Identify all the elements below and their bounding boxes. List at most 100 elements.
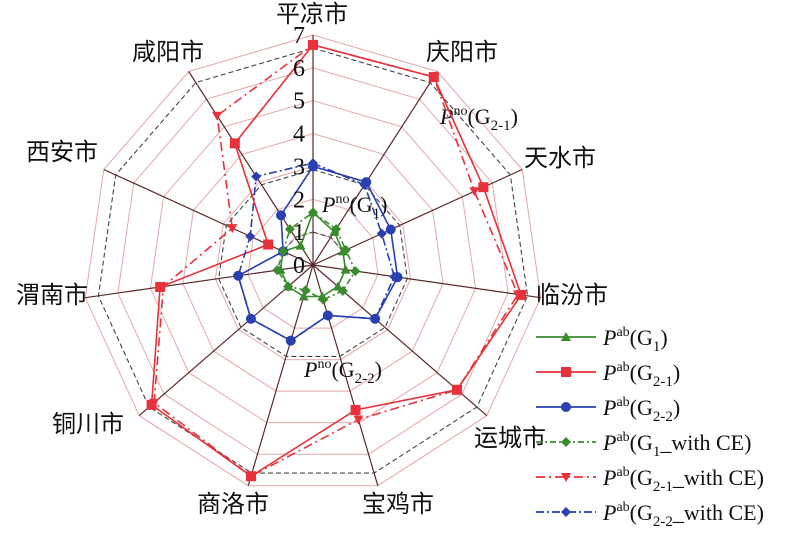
legend-label: Pab(G2-2) bbox=[602, 395, 680, 425]
data-point-marker bbox=[149, 398, 160, 408]
data-point-marker bbox=[318, 294, 329, 305]
category-label: 天水市 bbox=[524, 144, 596, 172]
grid-ring bbox=[214, 165, 412, 361]
series-5 bbox=[233, 158, 400, 346]
category-label: 商洛市 bbox=[197, 490, 269, 518]
legend-item: Pab(G2-2) bbox=[536, 395, 680, 425]
tick-label: 5 bbox=[293, 89, 305, 115]
data-point-marker bbox=[469, 187, 480, 197]
reference-ring-label: Pno(G1) bbox=[321, 192, 388, 222]
category-label: 西安市 bbox=[26, 138, 98, 166]
grid-ring bbox=[247, 198, 379, 329]
legend-item: Pab(G2-1_with CE) bbox=[536, 465, 764, 495]
data-point-marker bbox=[337, 285, 348, 296]
data-point-marker bbox=[322, 310, 333, 321]
data-point-marker bbox=[276, 210, 287, 221]
labels-layer: 平凉市庆阳市天水市临汾市运城市宝鸡市商洛市铜川市渭南市西安市咸阳市0123456… bbox=[16, 0, 608, 518]
reference-ring-label: Pno(G2-2) bbox=[303, 357, 382, 387]
data-point-marker bbox=[212, 111, 223, 121]
data-point-marker bbox=[561, 507, 571, 517]
reference-ring-label: Pno(G2-1) bbox=[439, 104, 518, 134]
data-point-marker bbox=[308, 158, 318, 169]
legend-item: Pab(G1_with CE) bbox=[536, 430, 751, 460]
category-label: 宝鸡市 bbox=[362, 490, 434, 518]
category-label: 临汾市 bbox=[536, 281, 608, 309]
data-point-marker bbox=[245, 472, 256, 482]
data-point-marker bbox=[245, 313, 256, 324]
legend-label: Pab(G2-1_with CE) bbox=[602, 465, 764, 495]
data-point-marker bbox=[452, 385, 463, 395]
data-point-marker bbox=[245, 231, 256, 242]
legend-label: Pab(G2-2_with CE) bbox=[602, 500, 764, 530]
data-point-marker bbox=[561, 473, 571, 482]
tick-label: 1 bbox=[293, 220, 305, 246]
legend-label: Pab(G1) bbox=[602, 325, 668, 355]
data-point-marker bbox=[561, 332, 571, 341]
series-line bbox=[237, 162, 396, 342]
data-point-marker bbox=[251, 171, 262, 182]
data-point-marker bbox=[561, 367, 571, 377]
category-label: 平凉市 bbox=[276, 0, 348, 28]
data-point-marker bbox=[272, 265, 283, 276]
data-point-marker bbox=[359, 179, 370, 190]
grid-ring bbox=[182, 133, 444, 392]
tick-label: 7 bbox=[293, 23, 305, 49]
data-point-marker bbox=[340, 264, 351, 274]
data-point-marker bbox=[300, 285, 311, 296]
series-layer bbox=[146, 39, 527, 482]
category-label: 咸阳市 bbox=[132, 38, 204, 66]
data-point-marker bbox=[308, 207, 318, 218]
series-line bbox=[153, 44, 519, 478]
data-point-marker bbox=[158, 282, 169, 292]
legend-label: Pab(G1_with CE) bbox=[602, 430, 751, 460]
grid-ring bbox=[117, 67, 509, 455]
series-line bbox=[150, 43, 522, 478]
tick-label: 0 bbox=[293, 253, 305, 279]
legend-label: Pab(G2-1) bbox=[602, 360, 680, 390]
legend-item: Pab(G1) bbox=[536, 325, 668, 355]
data-point-marker bbox=[350, 405, 361, 416]
axis-spoke bbox=[103, 168, 314, 266]
data-point-marker bbox=[353, 415, 364, 425]
data-point-marker bbox=[155, 281, 166, 292]
reference-rings: Pno(G2-1) Pno(G1) Pno(G2-2) bbox=[97, 47, 529, 474]
data-point-marker bbox=[285, 335, 296, 346]
legend-item: Pab(G2-1) bbox=[536, 360, 680, 390]
tick-label: 2 bbox=[293, 187, 305, 213]
axis-spoke bbox=[188, 71, 314, 266]
data-point-marker bbox=[229, 138, 240, 149]
data-point-marker bbox=[295, 240, 306, 250]
data-point-marker bbox=[350, 266, 361, 277]
data-point-marker bbox=[376, 228, 387, 239]
legend: Pab(G1) Pab(G2-1) Pab(G2-2) Pab(G1_with CE)… bbox=[536, 325, 764, 530]
data-point-marker bbox=[389, 271, 400, 282]
data-point-marker bbox=[227, 224, 238, 234]
grid-ring bbox=[149, 100, 477, 424]
data-point-marker bbox=[561, 437, 571, 447]
legend-item: Pab(G2-2_with CE) bbox=[536, 500, 764, 530]
data-point-marker bbox=[146, 399, 157, 410]
tick-label: 3 bbox=[293, 154, 305, 180]
data-point-marker bbox=[385, 224, 396, 235]
tick-label: 4 bbox=[293, 122, 305, 148]
data-point-marker bbox=[283, 281, 294, 292]
data-point-marker bbox=[298, 291, 309, 301]
grid bbox=[84, 34, 542, 487]
data-point-marker bbox=[233, 270, 244, 281]
reference-ring bbox=[218, 169, 408, 357]
reference-ring bbox=[97, 47, 529, 474]
data-point-marker bbox=[308, 40, 318, 50]
series-3 bbox=[272, 207, 361, 305]
category-label: 庆阳市 bbox=[426, 38, 498, 66]
axis-spoke bbox=[247, 264, 314, 486]
data-point-marker bbox=[332, 281, 343, 291]
data-point-marker bbox=[478, 182, 489, 193]
data-point-marker bbox=[284, 224, 295, 235]
data-point-marker bbox=[512, 290, 523, 300]
series-4 bbox=[149, 40, 523, 482]
data-point-marker bbox=[263, 239, 274, 250]
category-label: 运城市 bbox=[474, 424, 546, 452]
data-point-marker bbox=[331, 224, 342, 235]
data-point-marker bbox=[370, 313, 381, 324]
